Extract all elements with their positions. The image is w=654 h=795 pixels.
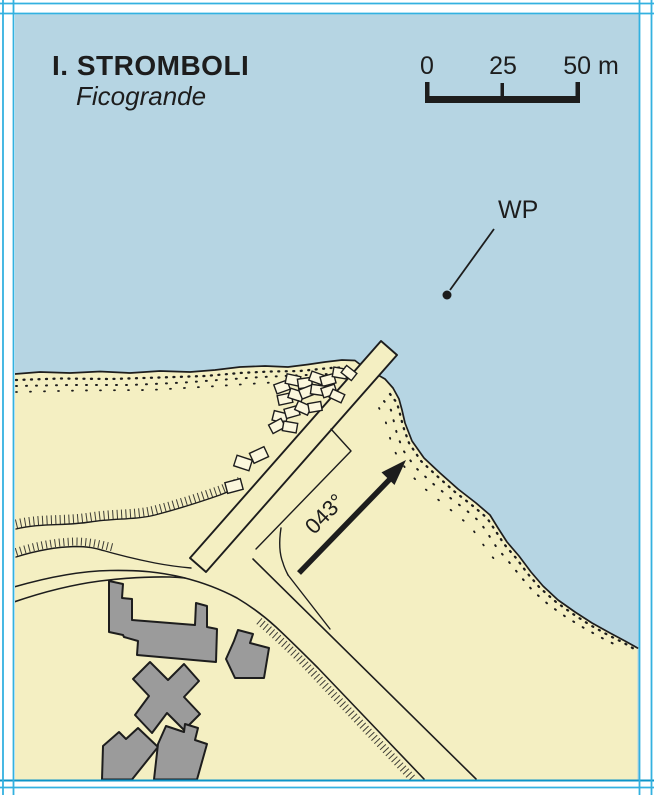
map-subtitle: Ficogrande bbox=[76, 81, 206, 111]
building-south-west bbox=[101, 727, 159, 780]
path-connector-2 bbox=[287, 574, 331, 630]
title-block: I. STROMBOLI Ficogrande bbox=[52, 50, 249, 111]
road-east-edge bbox=[252, 558, 477, 780]
scale-bar: 0 25 50 m bbox=[420, 52, 619, 103]
rock-cluster bbox=[267, 364, 358, 435]
waypoint-leader-line bbox=[449, 228, 495, 291]
buildings bbox=[101, 580, 270, 780]
scale-tick-50 bbox=[575, 82, 580, 96]
path-connector bbox=[278, 527, 289, 576]
building-main-complex bbox=[108, 580, 218, 663]
scale-tick-25 bbox=[500, 83, 504, 96]
waypoint-label: WP bbox=[498, 196, 538, 224]
road-lower-edge bbox=[15, 576, 186, 603]
building-south-east bbox=[153, 723, 208, 780]
scale-label-50m: 50 m bbox=[563, 52, 619, 80]
coastline bbox=[15, 359, 639, 649]
pier-apron-edge bbox=[255, 428, 352, 550]
road-network bbox=[15, 527, 477, 780]
building-pentagon bbox=[225, 629, 270, 679]
scale-label-0: 0 bbox=[420, 52, 434, 80]
scale-tick-0 bbox=[425, 82, 430, 96]
bearing-arrow-shaft bbox=[297, 476, 393, 575]
pier-quay bbox=[189, 340, 398, 573]
bearing-arrowhead bbox=[381, 460, 406, 485]
pier bbox=[189, 340, 398, 573]
ridge-hachure-upper bbox=[15, 476, 245, 530]
road-upper-edge bbox=[15, 569, 425, 780]
land-area bbox=[15, 360, 638, 780]
beach-stipple-east bbox=[378, 392, 638, 652]
breakwater-rocks bbox=[223, 364, 358, 495]
waypoint: WP bbox=[442, 196, 538, 300]
waypoint-marker bbox=[442, 290, 452, 300]
beach-stipple-north bbox=[15, 365, 354, 393]
scale-bar-body bbox=[425, 96, 580, 103]
scale-label-25: 25 bbox=[489, 52, 517, 80]
rock-scattered bbox=[223, 445, 270, 495]
map-title: I. STROMBOLI bbox=[52, 50, 249, 81]
ridge-hachure-lower bbox=[15, 537, 192, 569]
